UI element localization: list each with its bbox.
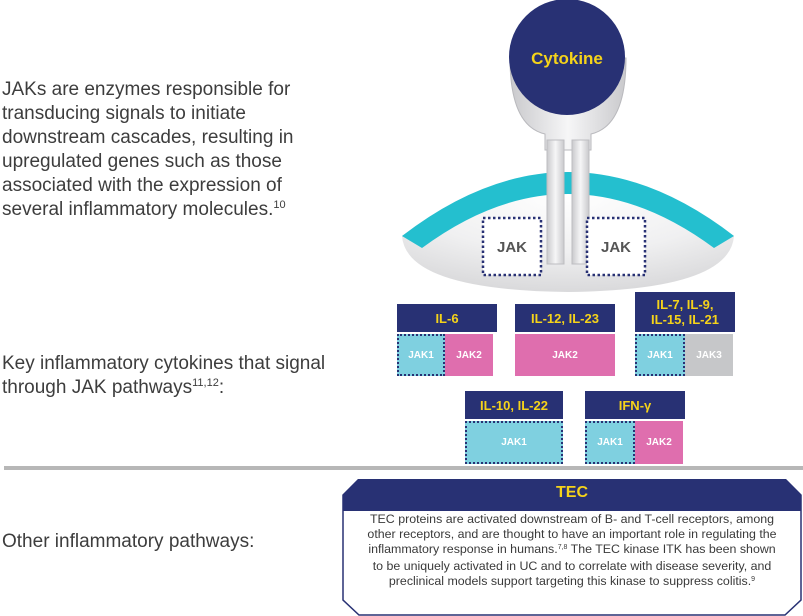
tec-text-1: TEC proteins are activated downstream of… (367, 512, 777, 556)
cytokine-label-il6: IL-6 (397, 304, 497, 332)
jak-box-right (585, 216, 647, 277)
tec-panel: TEC TEC proteins are activated downstrea… (341, 479, 803, 616)
tec-text-2: The TEC kinase ITK has been shown to be … (372, 541, 776, 589)
cytokine-label-il10-il22: IL-10, IL-22 (465, 391, 563, 419)
cytokine-receptor-diagram: Cell Membrane Cytokine JAK JAK (402, 0, 734, 292)
tec-reference-2: 9 (751, 576, 756, 584)
intro-text: JAKs are enzymes responsible for transdu… (2, 79, 294, 220)
jak1-box: JAK1 (585, 421, 635, 464)
cell-membrane-label: Cell Membrane (528, 156, 609, 172)
receptor-stem-right (571, 139, 590, 265)
cytokine-group-il6: IL-6 JAK1 JAK2 (397, 304, 497, 376)
cytokine-label-ifn-gamma: IFN-γ (585, 391, 685, 419)
key-cytokines-heading: Key inflammatory cytokines that signal t… (2, 352, 332, 402)
other-pathways-label: Other inflammatory pathways: (2, 531, 255, 552)
tec-reference-1: 7,8 (557, 543, 568, 551)
cytokine-group-il7-il9-il15-il21: IL-7, IL-9, IL-15, IL-21 JAK1 JAK3 (635, 292, 735, 376)
tec-panel-frame (342, 479, 802, 616)
jak-box-left (481, 216, 543, 277)
jak-label-right: JAK (601, 239, 631, 256)
jak1-box: JAK1 (635, 334, 685, 376)
jak-label-left: JAK (497, 239, 527, 256)
cytokine-label: Cytokine (531, 49, 603, 68)
cytokine-group-ifn-gamma: IFN-γ JAK1 JAK2 (585, 391, 685, 464)
jak2-box: JAK2 (515, 334, 615, 376)
intro-paragraph: JAKs are enzymes responsible for transdu… (2, 78, 342, 224)
tec-title: TEC (556, 484, 588, 501)
key-cytokines-text: Key inflammatory cytokines that signal t… (2, 353, 326, 398)
jak3-box: JAK3 (685, 334, 733, 376)
cytokine-ball (509, 0, 625, 115)
jak2-box: JAK2 (445, 334, 493, 376)
cytokine-group-il10-il22: IL-10, IL-22 JAK1 (465, 391, 563, 464)
jak1-box: JAK1 (465, 421, 563, 464)
jak1-box: JAK1 (397, 334, 445, 376)
cell-membrane (402, 172, 734, 248)
cytokine-group-il12-il23: IL-12, IL-23 JAK2 (515, 304, 615, 376)
key-cytokines-colon: : (218, 377, 225, 398)
section-divider (4, 466, 803, 470)
jak2-box: JAK2 (635, 421, 683, 464)
key-cytokines-reference: 11,12 (192, 377, 219, 389)
tec-description: TEC proteins are activated downstream of… (363, 512, 781, 592)
cytokine-label-il7-il9-il15-il21: IL-7, IL-9, IL-15, IL-21 (635, 292, 735, 332)
cytokine-label-il12-il23: IL-12, IL-23 (515, 304, 615, 332)
intro-reference: 10 (273, 199, 286, 211)
receptor-stem-left (546, 139, 565, 265)
